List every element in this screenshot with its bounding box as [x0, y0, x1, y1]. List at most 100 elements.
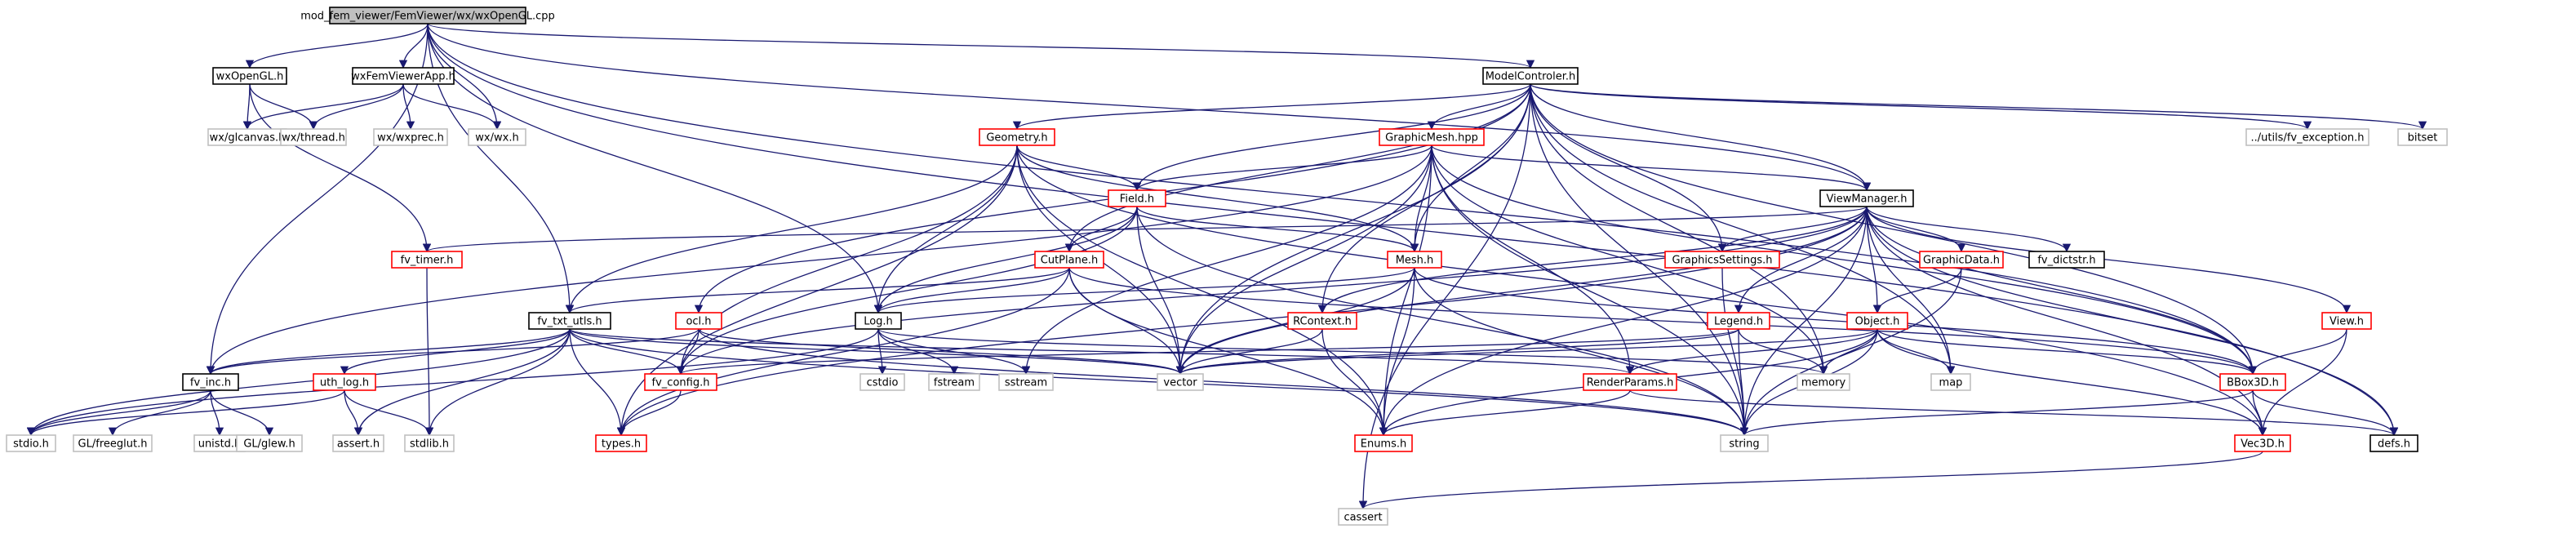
node-label: types.h	[602, 438, 641, 451]
node-label: ../utils/fv_exception.h	[2250, 132, 2364, 145]
node-rcontext-h[interactable]: RContext.h	[1287, 312, 1357, 330]
edge-graphicmesh_hpp-to-sstream	[1021, 145, 1432, 376]
edge-geometry_h-to-mesh_h	[1016, 145, 1419, 253]
node-box	[212, 67, 287, 85]
node-cutplane-h[interactable]: CutPlane.h	[1034, 251, 1104, 269]
node-types-h[interactable]: types.h	[595, 434, 647, 452]
edge-graphicmesh_hpp-to-vector	[1175, 145, 1432, 376]
edge-modelcontroler_h-to-graphicssettings_h	[1530, 83, 1727, 253]
edge-wxfemviewerapp_h-to-wx_glcanvas_h	[242, 83, 404, 131]
node-label: Field.h	[1120, 193, 1154, 206]
edge-fv_txt_utls_h-to-renderparams_h	[569, 328, 1634, 376]
dependency-nodes: mod_fem_viewer/FemViewer/wx/wxOpenGL.cpp…	[6, 7, 2448, 526]
edge-fv_config_h-to-types_h	[616, 389, 682, 437]
edge-viewmanager_h-to-fv_config_h	[676, 206, 1868, 376]
edge-viewmanager_h-to-fv_dictstr_h	[1866, 206, 2072, 253]
node-view-h[interactable]: View.h	[2321, 312, 2372, 330]
node-box	[329, 7, 526, 24]
node-enums-h[interactable]: Enums.h	[1354, 434, 1413, 452]
node-fv-dictstr-h[interactable]: fv_dictstr.h	[2028, 251, 2105, 269]
node-renderparams-h[interactable]: RenderParams.h	[1583, 373, 1677, 391]
node-field-h[interactable]: Field.h	[1108, 189, 1166, 207]
edge-field_h-to-fv_config_h	[676, 206, 1138, 376]
node-label: fv_inc.h	[190, 377, 231, 389]
node-box	[855, 312, 902, 330]
node-graphicmesh-hpp[interactable]: GraphicMesh.hpp	[1379, 128, 1485, 146]
node-box	[1583, 373, 1677, 391]
node-wxfemviewerapp-h[interactable]: wxFemViewerApp.h	[351, 67, 455, 85]
edge-geometry_h-to-field_h	[1016, 145, 1142, 192]
node-box	[404, 434, 455, 452]
node-root[interactable]: mod_fem_viewer/FemViewer/wx/wxOpenGL.cpp	[300, 7, 555, 24]
node-viewmanager-h[interactable]: ViewManager.h	[1819, 189, 1914, 207]
node-vec3d-h[interactable]: Vec3D.h	[2234, 434, 2291, 452]
node-wxopengl-h[interactable]: wxOpenGL.h	[212, 67, 287, 85]
node-geometry-h[interactable]: Geometry.h	[979, 128, 1055, 146]
node-bbox3d-h[interactable]: BBox3D.h	[2219, 373, 2286, 391]
node-box	[2369, 434, 2418, 452]
node-box	[2028, 251, 2105, 269]
node-label: RContext.h	[1293, 316, 1352, 328]
edge-log_h-to-fstream	[877, 328, 959, 376]
edge-modelcontroler_h-to-map	[1530, 83, 1956, 376]
edge-root-to-wxopengl_h	[245, 23, 429, 69]
node-fv-timer-h[interactable]: fv_timer.h	[391, 251, 463, 269]
edge-ocl_h-to-fv_inc_h	[207, 328, 700, 376]
node-box	[979, 128, 1055, 146]
node-fv-config-h[interactable]: fv_config.h	[644, 373, 717, 391]
node-label: wx/glcanvas.h	[210, 132, 286, 145]
node-fv-txt-utls-h[interactable]: fv_txt_utls.h	[528, 312, 611, 330]
node-cassert: cassert	[1338, 508, 1388, 526]
edge-legend_h-to-fv_config_h	[677, 328, 1739, 376]
edge-cutplane_h-to-bbox3d_h	[1068, 267, 2257, 376]
node-defs-h[interactable]: defs.h	[2369, 434, 2418, 452]
node-bitset: bitset	[2397, 128, 2448, 146]
node-vector: vector	[1157, 373, 1204, 391]
node-gl-glew-h: GL/glew.h	[236, 434, 303, 452]
node-label: mod_fem_viewer/FemViewer/wx/wxOpenGL.cpp	[300, 11, 555, 23]
node-box	[595, 434, 647, 452]
edge-modelcontroler_h-to-memory	[1530, 83, 1828, 376]
node-modelcontroler-h[interactable]: ModelControler.h	[1482, 67, 1579, 85]
node-box	[1287, 312, 1357, 330]
edge-fv_txt_utls_h-to-stdlib_h	[424, 328, 571, 437]
edge-object_h-to-vec3d_h	[1876, 328, 2267, 437]
node-label: stdio.h	[13, 438, 49, 451]
node-box	[859, 373, 905, 391]
edge-viewmanager_h-to-rcontext_h	[1317, 206, 1868, 314]
node-ocl-h[interactable]: ocl.h	[675, 312, 722, 330]
node-utl-log-h[interactable]: uth_log.h	[313, 373, 376, 391]
edge-object_h-to-memory	[1819, 328, 1878, 376]
node-graphicssettings-h[interactable]: GraphicsSettings.h	[1664, 251, 1780, 269]
node-object-h[interactable]: Object.h	[1846, 312, 1908, 330]
node-box	[644, 373, 717, 391]
edge-geometry_h-to-enums_h	[1016, 145, 1388, 437]
node-label: Enums.h	[1361, 438, 1407, 451]
node-box	[675, 312, 722, 330]
edge-viewmanager_h-to-types_h	[616, 206, 1868, 437]
edge-modelcontroler_h-to-vector	[1175, 83, 1531, 376]
edge-graphicmesh_hpp-to-enums_h	[1379, 145, 1432, 437]
node-label: fv_timer.h	[401, 255, 454, 267]
edge-cutplane_h-to-types_h	[616, 267, 1070, 437]
node-mesh-h[interactable]: Mesh.h	[1387, 251, 1442, 269]
node-memory: memory	[1797, 373, 1850, 391]
node-legend-h[interactable]: Legend.h	[1707, 312, 1770, 330]
node-box	[1354, 434, 1413, 452]
edge-viewmanager_h-to-enums_h	[1379, 206, 1868, 437]
node-assert-h: assert.h	[332, 434, 384, 452]
edge-wxopengl_h-to-wx_thread_h	[249, 83, 318, 131]
node-label: assert.h	[337, 438, 380, 451]
node-box	[1379, 128, 1485, 146]
edge-modelcontroler_h-to-geometry_h	[1013, 83, 1531, 131]
node-label: string	[1729, 438, 1759, 451]
node-label: cassert	[1344, 512, 1382, 524]
edge-root-to-modelcontroler_h	[427, 23, 1534, 69]
node-gl-freeglut-h: GL/freeglut.h	[73, 434, 153, 452]
node-log-h[interactable]: Log.h	[855, 312, 902, 330]
edge-fv_inc_h-to-gl_glew_h	[210, 389, 274, 437]
node-graphicdata-h[interactable]: GraphicData.h	[1919, 251, 2004, 269]
node-fv-inc-h[interactable]: fv_inc.h	[182, 373, 239, 391]
edge-wxfemviewerapp_h-to-wx_wx_h	[402, 83, 502, 131]
edge-fv_txt_utls_h-to-stdio_h	[26, 328, 571, 437]
